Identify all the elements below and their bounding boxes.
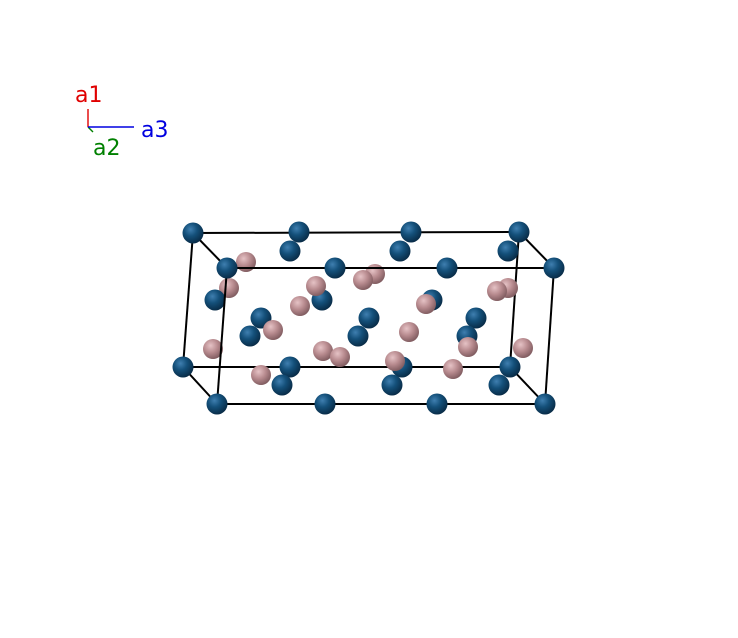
atom-large bbox=[172, 356, 194, 378]
atom-small bbox=[385, 351, 405, 371]
atom-small bbox=[263, 320, 283, 340]
a2-axis-line bbox=[87, 126, 94, 133]
atom-small bbox=[513, 338, 533, 358]
atom-small bbox=[487, 281, 507, 301]
atom-large bbox=[288, 221, 310, 243]
atom-large bbox=[182, 222, 204, 244]
atom-large bbox=[499, 356, 521, 378]
atoms bbox=[172, 221, 533, 396]
atom-small bbox=[219, 278, 239, 298]
atom-large bbox=[508, 221, 530, 243]
atom-large bbox=[324, 257, 346, 279]
atom-large bbox=[436, 257, 458, 279]
a3-axis-label: a3 bbox=[141, 118, 168, 143]
atom-small bbox=[306, 276, 326, 296]
atom-large bbox=[488, 374, 510, 396]
atom-small bbox=[399, 322, 419, 342]
atom-small bbox=[443, 359, 463, 379]
atom-small bbox=[203, 339, 223, 359]
atom-large bbox=[216, 257, 238, 279]
atom-large bbox=[381, 374, 403, 396]
atom-large bbox=[497, 240, 519, 262]
atom-small bbox=[458, 337, 478, 357]
atom-small bbox=[416, 294, 436, 314]
atom-large bbox=[314, 393, 336, 415]
atom-large bbox=[465, 307, 487, 329]
atom-large bbox=[239, 325, 261, 347]
front-atoms bbox=[206, 257, 565, 415]
atom-large bbox=[358, 307, 380, 329]
axis-indicator: a1 a2 a3 bbox=[75, 83, 168, 161]
atom-small bbox=[251, 365, 271, 385]
atom-large bbox=[347, 325, 369, 347]
atom-small bbox=[313, 341, 333, 361]
unit-cell-front bbox=[216, 267, 555, 405]
atom-large bbox=[271, 374, 293, 396]
atom-large bbox=[426, 393, 448, 415]
atom-large bbox=[543, 257, 565, 279]
a1-axis-label: a1 bbox=[75, 83, 102, 108]
atom-large bbox=[400, 221, 422, 243]
a2-axis-label: a2 bbox=[93, 136, 120, 161]
atom-large bbox=[204, 289, 226, 311]
atom-large bbox=[206, 393, 228, 415]
atom-small bbox=[330, 347, 350, 367]
atom-small bbox=[353, 270, 373, 290]
atom-large bbox=[389, 240, 411, 262]
atom-large bbox=[534, 393, 556, 415]
atom-small bbox=[290, 296, 310, 316]
atom-large bbox=[279, 240, 301, 262]
atom-large bbox=[279, 356, 301, 378]
